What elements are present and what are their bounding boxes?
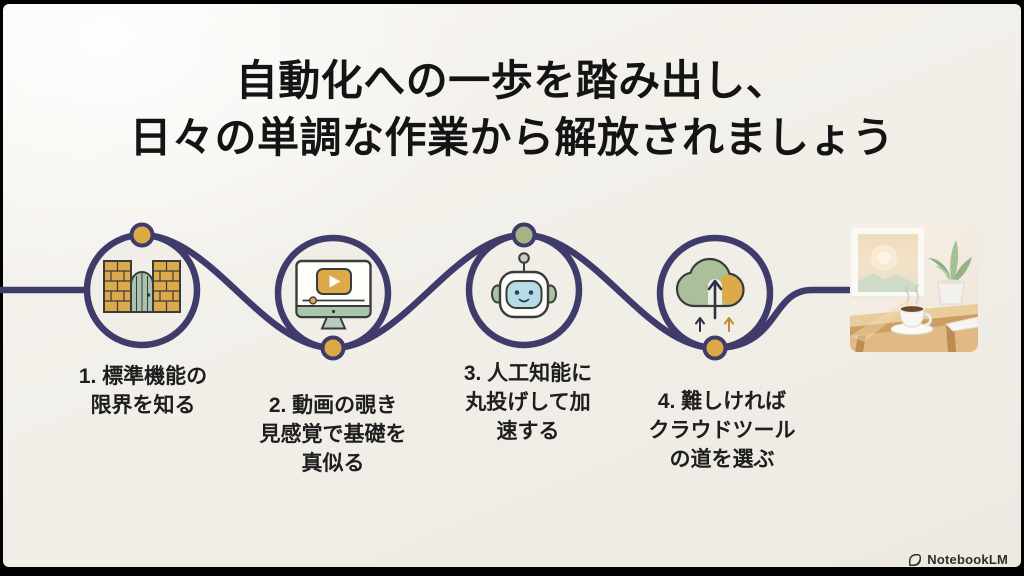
step-3-label: 3. 人工知能に 丸投げして加 速する	[463, 362, 593, 443]
notebooklm-logo-icon	[909, 553, 922, 566]
step-2-label: 2. 動画の覗き 見感覚で基礎を 真似る	[259, 394, 407, 475]
title-line-2: 日々の単調な作業から解放されましょう	[129, 114, 895, 161]
video-monitor-icon	[295, 259, 372, 330]
notebooklm-watermark: NotebookLM	[908, 552, 1008, 567]
robot-icon	[491, 252, 557, 319]
step-node-3	[511, 222, 537, 248]
desk-coffee-window-illustration	[850, 224, 978, 352]
step-1-label: 1. 標準機能の 限界を知る	[78, 365, 208, 417]
cloud-upload-icon	[675, 257, 745, 332]
step-node-4	[702, 335, 728, 361]
step-node-2	[320, 335, 346, 361]
step-4-label: 4. 難しければ クラウドツール の道を選ぶ	[648, 390, 796, 471]
page-title: 自動化への一歩を踏み出し、 日々の単調な作業から解放されましょう	[0, 52, 1024, 166]
title-line-1: 自動化への一歩を踏み出し、	[235, 57, 789, 104]
brick-gate-icon	[103, 260, 181, 313]
step-node-1	[129, 222, 155, 248]
notebooklm-brand-text: NotebookLM	[927, 552, 1008, 567]
